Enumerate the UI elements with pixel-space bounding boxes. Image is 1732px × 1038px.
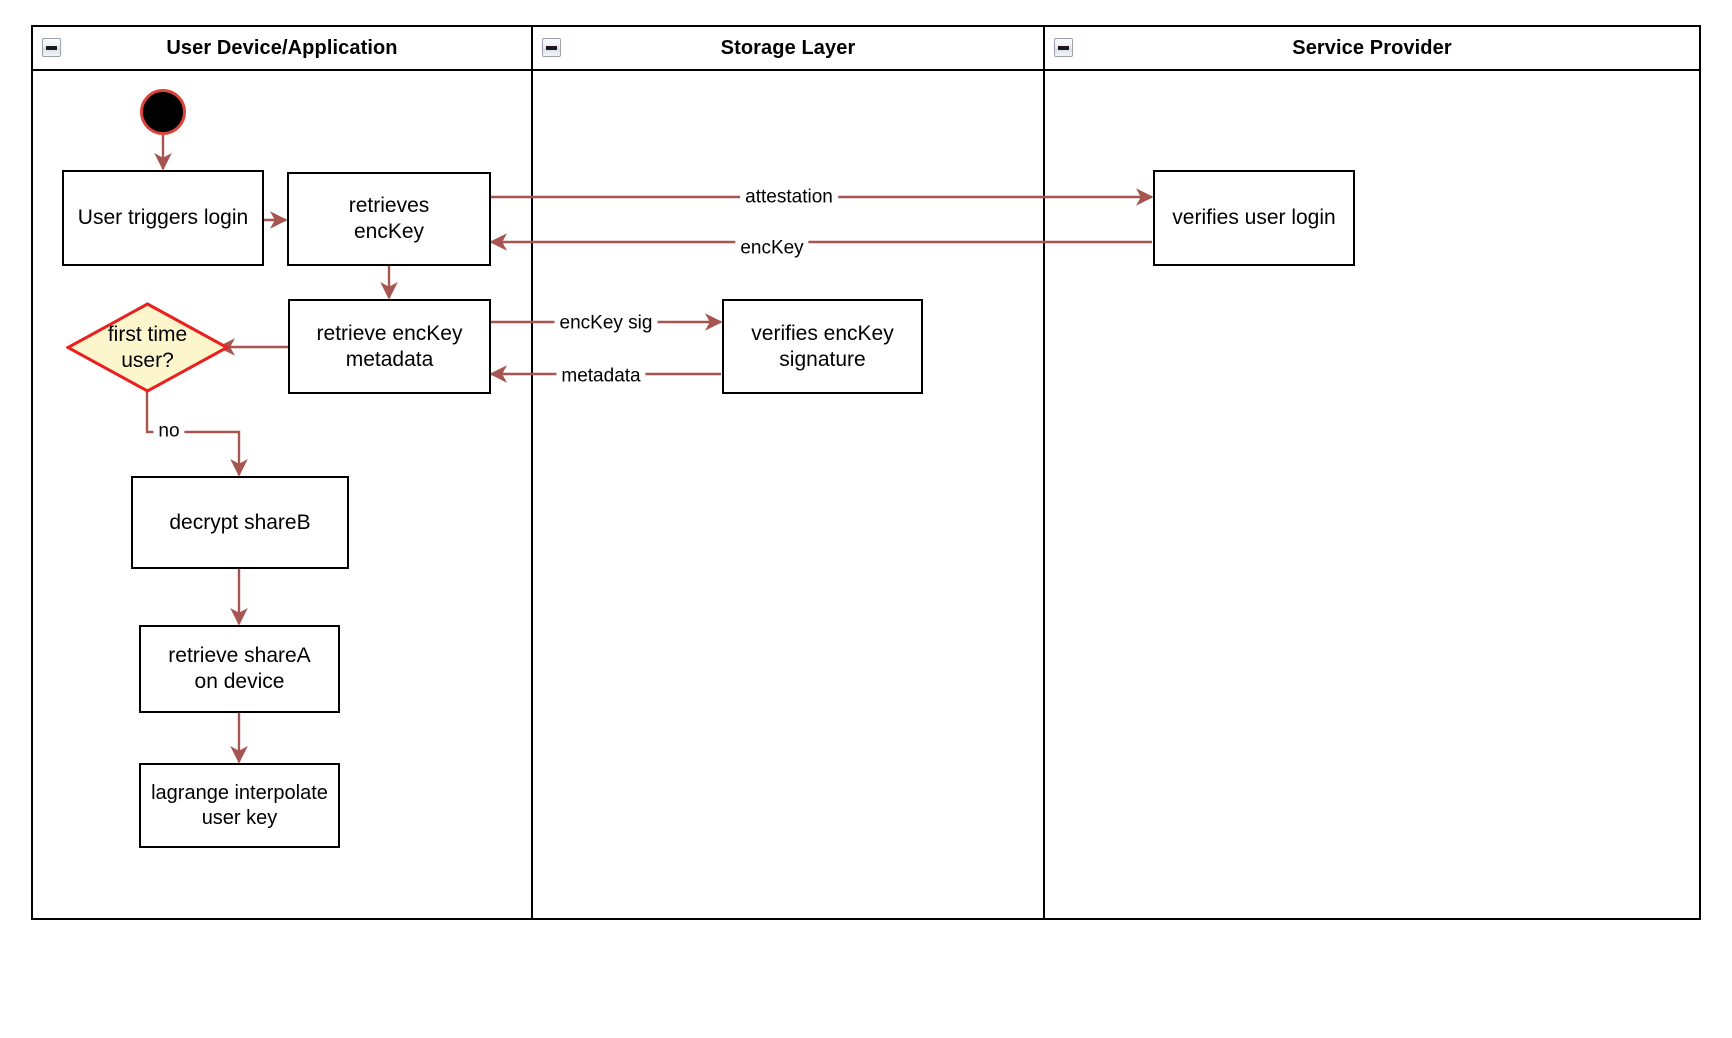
edge-label-attestation: attestation — [740, 187, 838, 209]
minus-icon[interactable] — [42, 38, 61, 57]
lane-storage-layer: Storage Layer — [533, 27, 1045, 918]
edge-label-metadata: metadata — [556, 366, 646, 388]
node-verifies-user-login[interactable]: verifies user login — [1153, 170, 1355, 266]
node-label: User triggers login — [77, 206, 249, 230]
start-node[interactable] — [140, 89, 186, 135]
lane-user-device: User Device/Application — [33, 27, 533, 918]
lane-header-service-provider: Service Provider — [1045, 27, 1699, 71]
node-label: first time user? — [107, 323, 188, 372]
node-verifies-enckey-signature[interactable]: verifies encKey signature — [722, 299, 923, 394]
node-first-time-user-decision[interactable]: first time user? — [66, 302, 229, 393]
node-label: retrieve shareA on device — [168, 644, 311, 693]
edge-label-no: no — [153, 421, 185, 443]
node-label: retrieve encKey metadata — [316, 321, 463, 371]
minus-icon[interactable] — [542, 38, 561, 57]
node-label: verifies user login — [1172, 206, 1336, 230]
edge-label-enckey-sig: encKey sig — [554, 313, 658, 335]
node-label: verifies encKey signature — [751, 321, 894, 371]
node-user-triggers-login[interactable]: User triggers login — [62, 170, 264, 266]
node-label: retrieves encKey — [348, 194, 430, 243]
node-label: decrypt shareB — [169, 510, 311, 534]
diamond-shape — [66, 302, 229, 393]
node-retrieve-enckey-metadata[interactable]: retrieve encKey metadata — [288, 299, 491, 394]
lane-title-storage-layer: Storage Layer — [720, 36, 856, 59]
node-retrieves-enckey[interactable]: retrieves encKey — [287, 172, 491, 266]
minus-icon[interactable] — [1054, 38, 1073, 57]
lane-header-user-device: User Device/Application — [33, 27, 531, 71]
lane-title-service-provider: Service Provider — [1292, 36, 1452, 59]
node-decrypt-shareb[interactable]: decrypt shareB — [131, 476, 349, 569]
node-label: lagrange interpolate user key — [151, 782, 328, 829]
node-lagrange-interpolate-user-key[interactable]: lagrange interpolate user key — [139, 763, 340, 848]
lane-title-user-device: User Device/Application — [166, 36, 398, 59]
edge-label-enckey: encKey — [735, 238, 809, 260]
lane-header-storage-layer: Storage Layer — [533, 27, 1043, 71]
node-retrieve-sharea-on-device[interactable]: retrieve shareA on device — [139, 625, 340, 713]
lane-service-provider: Service Provider — [1045, 27, 1699, 918]
